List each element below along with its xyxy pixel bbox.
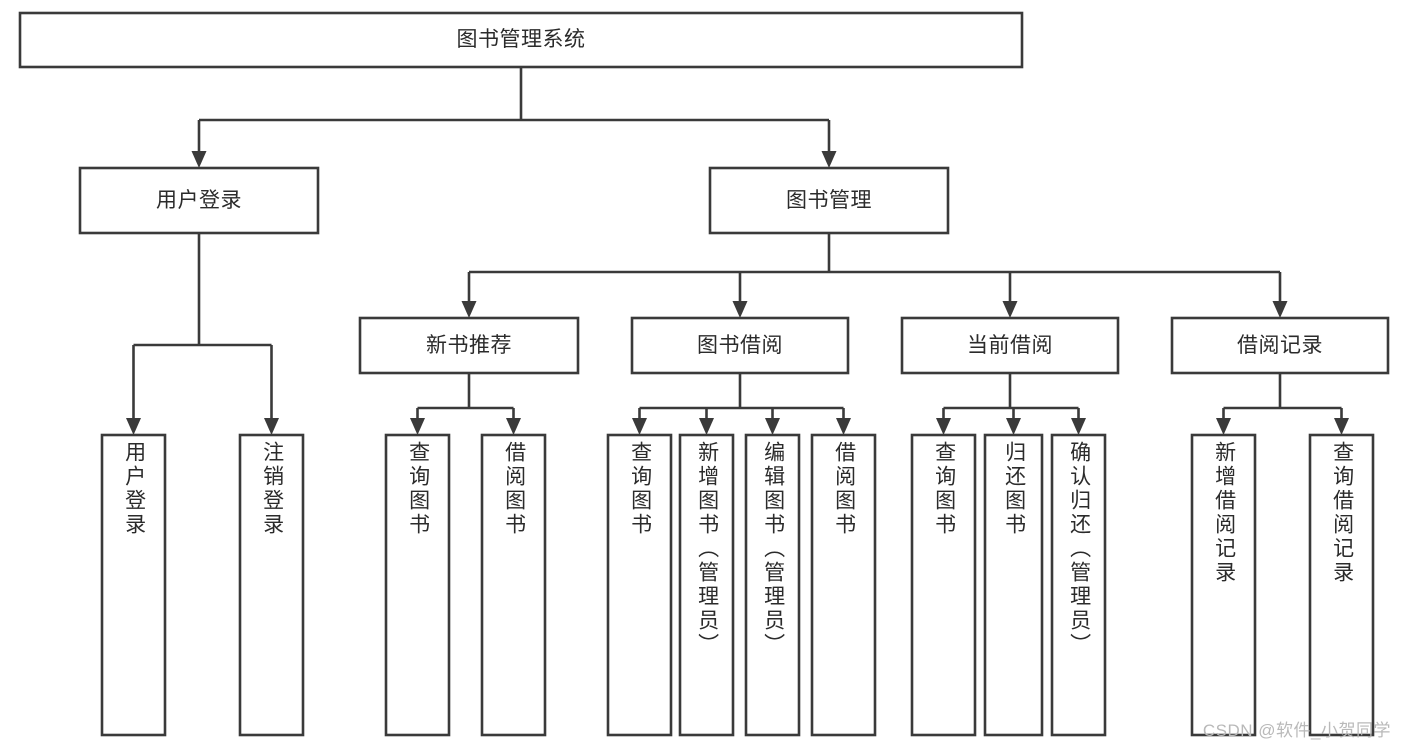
node-box-borrow-record <box>1170 316 1390 375</box>
node-box-new-book-recommend <box>358 316 580 375</box>
arrow-head-leaf-borrow-book <box>836 418 851 435</box>
arrow-head-leaf-query-book-rec <box>410 418 425 435</box>
arrow-head-leaf-borrow-book-rec <box>506 418 521 435</box>
arrow-head-borrow-record <box>1272 301 1288 318</box>
arrow-head-new-book-recommend <box>461 301 477 318</box>
boxes-group <box>18 11 1390 737</box>
arrow-head-current-borrow <box>1002 301 1018 318</box>
node-box-leaf-logout <box>238 433 305 737</box>
node-box-leaf-query-borrow-record <box>1308 433 1375 737</box>
node-box-leaf-confirm-return-admin <box>1050 433 1107 737</box>
arrow-head-leaf-query-book-current <box>936 418 951 435</box>
arrow-head-leaf-return-book <box>1006 418 1021 435</box>
node-box-current-borrow <box>900 316 1120 375</box>
node-box-leaf-add-book-admin <box>678 433 735 737</box>
arrow-head-leaf-user-login <box>126 418 141 435</box>
node-box-leaf-add-borrow-record <box>1190 433 1257 737</box>
node-box-book-management <box>708 166 950 235</box>
arrow-head-leaf-query-book-borrow <box>632 418 647 435</box>
arrow-head-leaf-query-borrow-record <box>1334 418 1349 435</box>
node-box-leaf-return-book <box>983 433 1044 737</box>
node-box-leaf-borrow-book <box>810 433 877 737</box>
node-box-leaf-user-login <box>100 433 167 737</box>
node-box-user-login <box>78 166 320 235</box>
node-box-leaf-query-book-current <box>910 433 977 737</box>
arrow-head-leaf-edit-book-admin <box>765 418 780 435</box>
node-box-leaf-query-book-rec <box>384 433 451 737</box>
arrow-head-leaf-add-book-admin <box>699 418 714 435</box>
node-box-leaf-edit-book-admin <box>744 433 801 737</box>
arrow-head-book-management <box>821 151 837 168</box>
node-box-leaf-borrow-book-rec <box>480 433 547 737</box>
arrow-head-leaf-add-borrow-record <box>1216 418 1231 435</box>
node-box-root <box>18 11 1024 69</box>
node-box-book-borrow <box>630 316 850 375</box>
arrow-head-leaf-logout <box>264 418 279 435</box>
arrow-head-book-borrow <box>732 301 748 318</box>
arrow-head-user-login <box>191 151 207 168</box>
arrow-head-leaf-confirm-return-admin <box>1071 418 1086 435</box>
connectors-group <box>126 67 1349 435</box>
node-box-leaf-query-book-borrow <box>606 433 673 737</box>
